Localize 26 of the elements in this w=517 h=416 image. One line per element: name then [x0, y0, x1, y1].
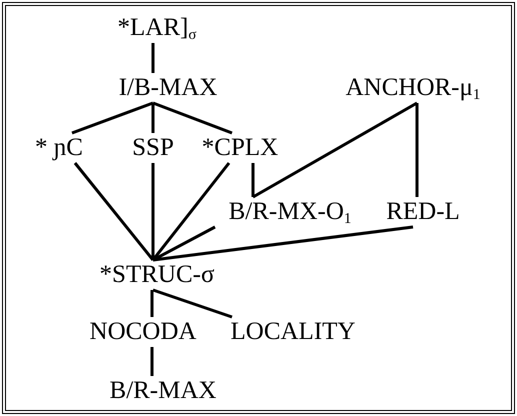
constraint-label: LOCALITY: [230, 317, 356, 347]
constraint-label: NOCODA: [90, 317, 196, 347]
connector-line: [152, 226, 414, 262]
constraint-label: ANCHOR-μ$_{1}$: [346, 73, 480, 103]
connector-line: [416, 103, 418, 197]
constraint-label: I/B-MAX: [118, 73, 218, 103]
connector-line: [150, 347, 154, 376]
connector-line: [152, 226, 216, 262]
constraint-label: *STRUC-σ: [100, 260, 214, 290]
connector-line: [252, 163, 254, 197]
constraint-label: *LAR]$_{σ}$: [118, 13, 196, 43]
constraint-label: * ɲC: [35, 133, 83, 163]
connector-line: [152, 163, 154, 260]
constraint-label: SSP: [132, 133, 174, 163]
constraint-label: B/R-MAX: [110, 376, 216, 406]
connector-line: [152, 43, 154, 73]
constraint-label: RED-L: [386, 197, 460, 227]
constraint-label: *CPLX: [202, 133, 278, 163]
connector-line: [71, 102, 154, 134]
connector-line: [252, 102, 418, 198]
connector-line: [152, 103, 154, 133]
connector-line: [152, 288, 232, 318]
constraint-label: B/R-MX-O$_{1}$: [228, 197, 352, 227]
connector-line: [152, 102, 233, 134]
connector-line: [74, 162, 154, 261]
connector-line: [150, 290, 154, 317]
